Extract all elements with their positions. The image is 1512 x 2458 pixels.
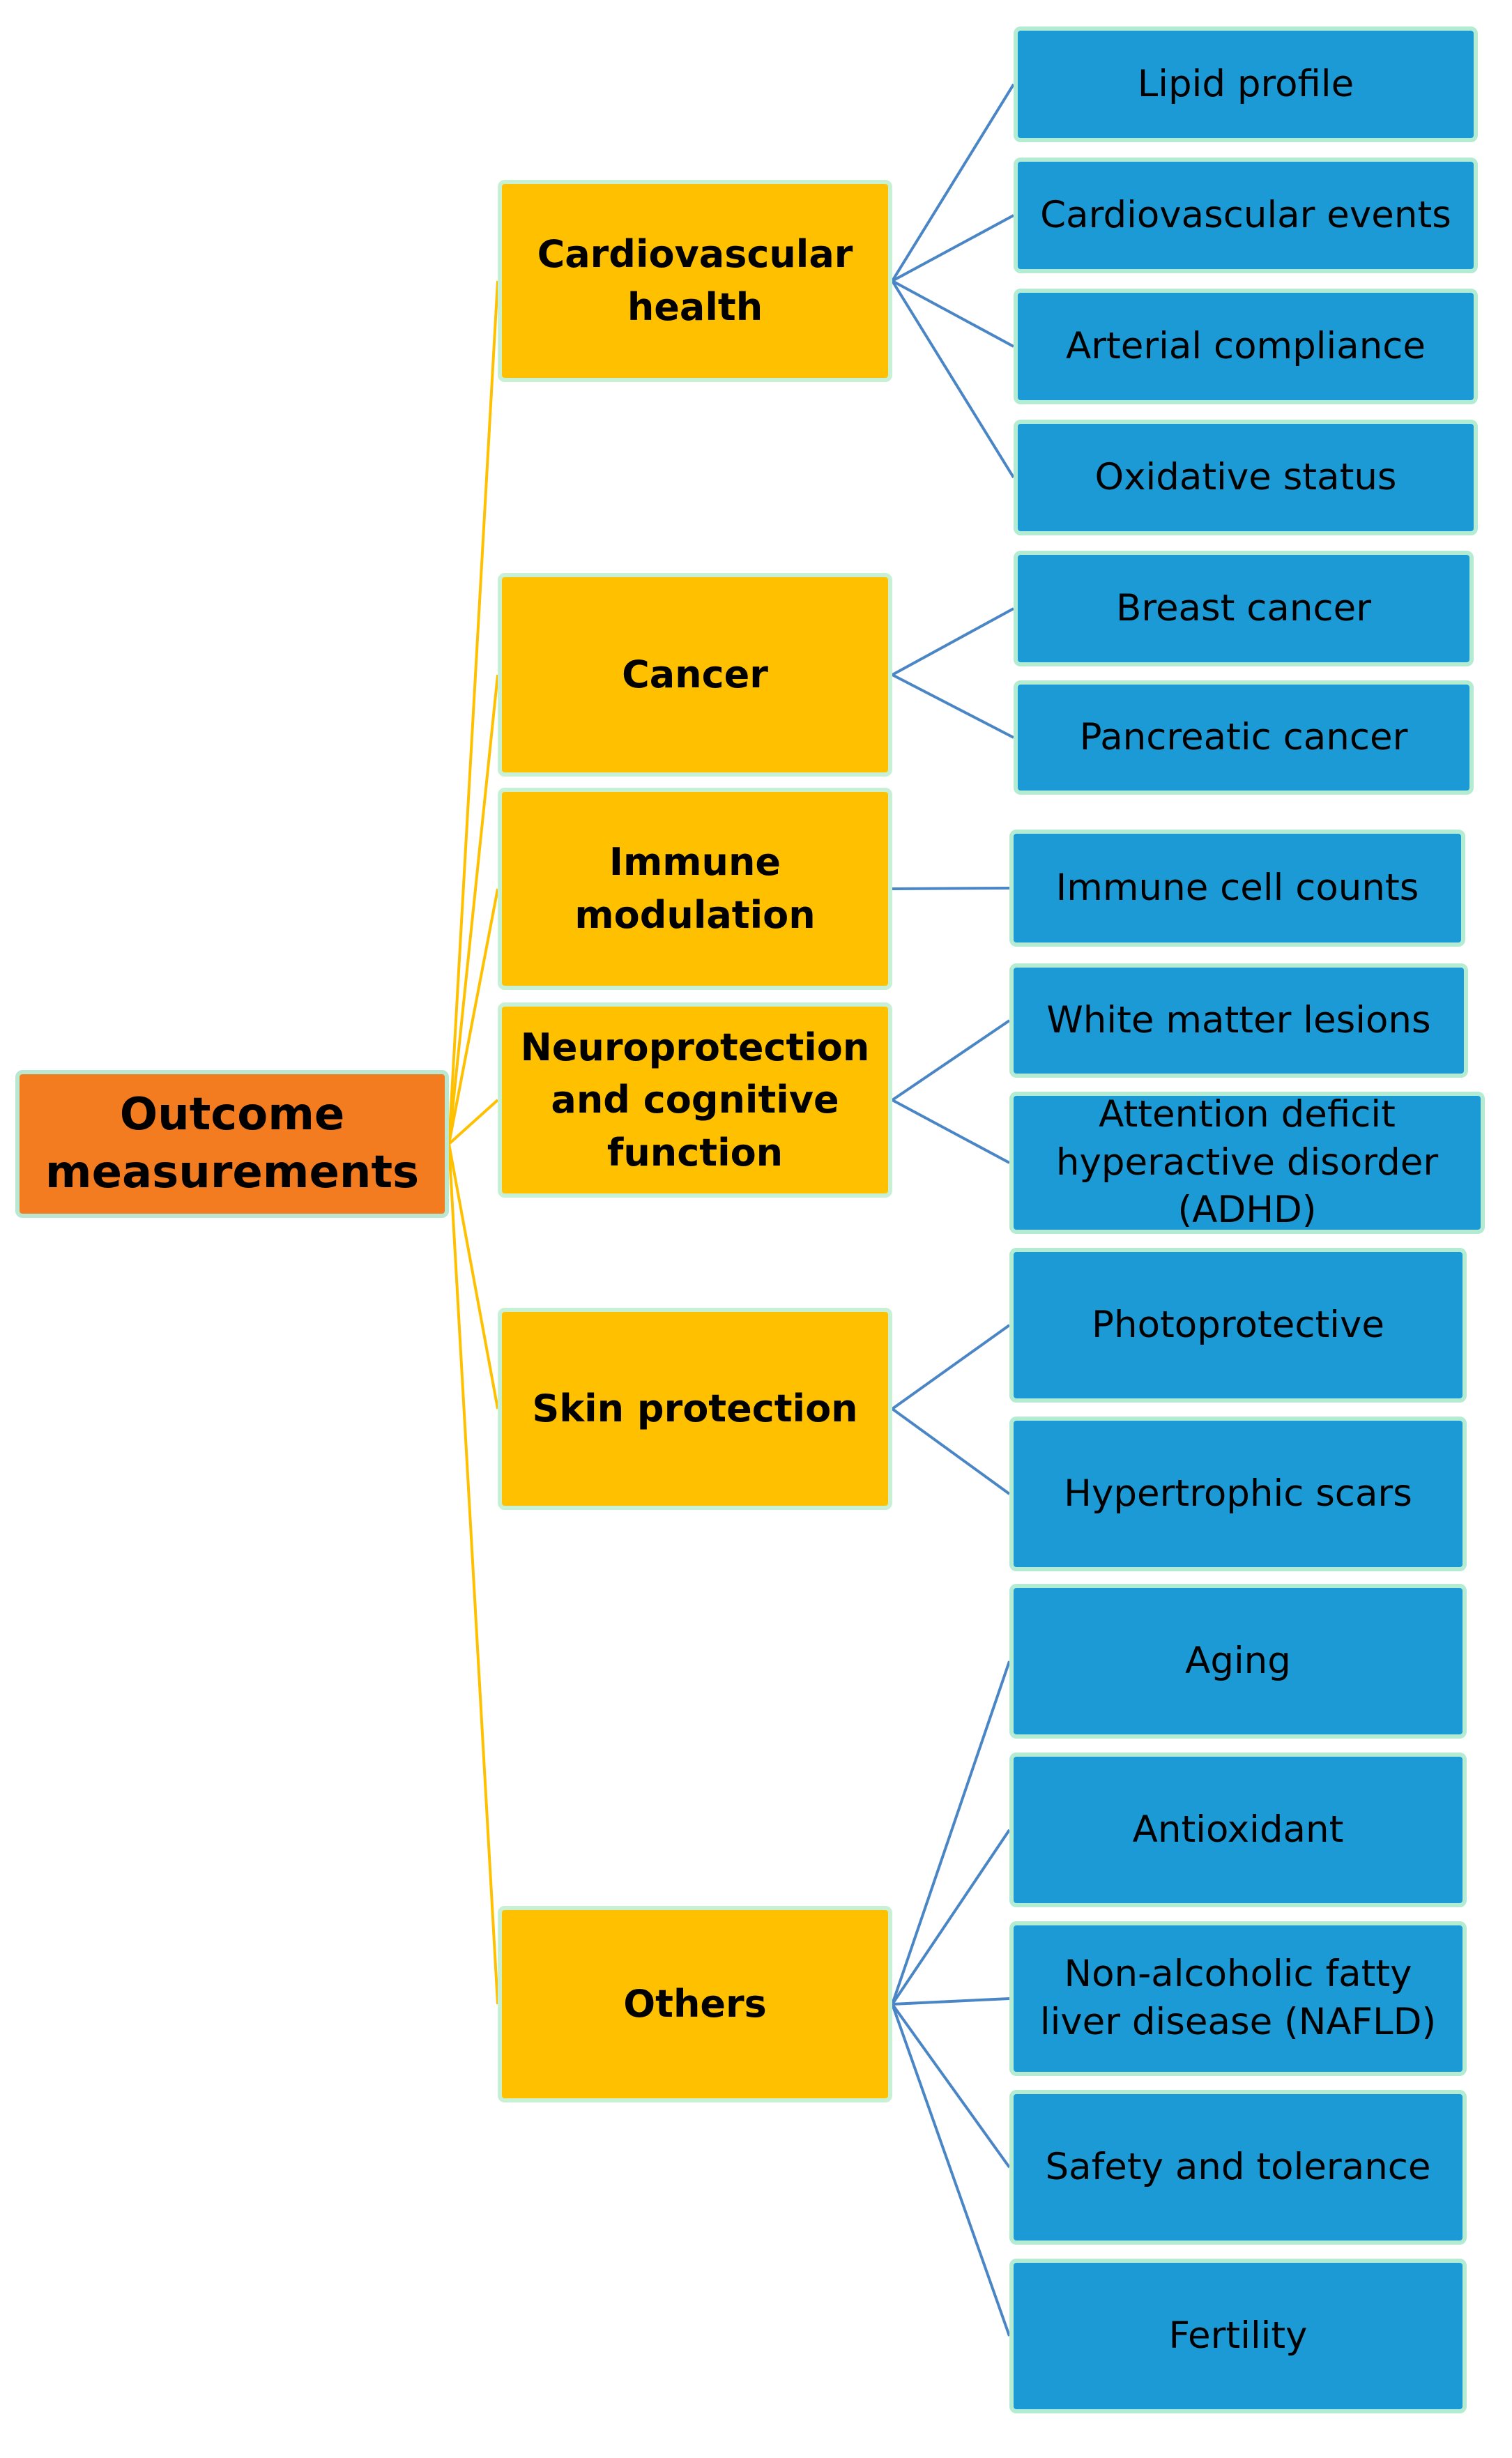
connector-category-to-leaf — [891, 1407, 1011, 1495]
leaf-label: Photoprotective — [1092, 1303, 1384, 1346]
leaf-node-aging: Aging — [1009, 1584, 1467, 1739]
leaf-node-antioxidant: Antioxidant — [1009, 1753, 1467, 1907]
leaf-node-pancreatic-cancer: Pancreatic cancer — [1014, 680, 1474, 795]
leaf-label: Immune cell counts — [1055, 866, 1419, 909]
leaf-label: White matter lesions — [1046, 998, 1431, 1041]
leaf-label: Non-alcoholic fatty liver disease (NAFLD… — [1039, 1953, 1437, 2043]
root-node-outcome-measurements: Outcome measurements — [15, 1070, 449, 1218]
leaf-label: Breast cancer — [1115, 586, 1372, 629]
category-node-neuro: Neuroprotection and cognitive function — [498, 1002, 892, 1198]
leaf-label: Cardiovascular events — [1040, 193, 1451, 236]
category-node-skin: Skin protection — [498, 1308, 892, 1510]
category-node-others: Others — [498, 1906, 892, 2102]
category-label: Others — [623, 1982, 767, 2026]
connector-category-to-leaf — [892, 214, 1014, 282]
leaf-label: Aging — [1185, 1639, 1291, 1682]
connector-category-to-leaf — [891, 1019, 1011, 1101]
leaf-node-safety-and-tolerance: Safety and tolerance — [1009, 2090, 1467, 2245]
category-node-cancer: Cancer — [498, 573, 892, 777]
leaf-node-hypertrophic-scars: Hypertrophic scars — [1009, 1417, 1467, 1571]
leaf-label: Attention deficit hyperactive disorder (… — [1055, 1092, 1439, 1232]
category-label: Skin protection — [532, 1387, 858, 1431]
leaf-node-breast-cancer: Breast cancer — [1014, 551, 1474, 666]
connector-category-to-leaf — [892, 607, 1014, 676]
connector-category-to-leaf — [891, 2003, 1011, 2169]
connector-root-to-category — [448, 1143, 499, 1410]
category-label: Neuroprotection and cognitive function — [520, 1025, 870, 1175]
leaf-node-white-matter-lesions: White matter lesions — [1009, 963, 1468, 1078]
connector-category-to-leaf — [891, 1324, 1011, 1410]
leaf-label: Pancreatic cancer — [1079, 715, 1408, 758]
category-label: Cardiovascular health — [537, 232, 853, 329]
root-node-label: Outcome measurements — [45, 1088, 420, 1198]
leaf-label: Arterial compliance — [1065, 324, 1426, 367]
connector-root-to-category — [448, 674, 499, 1145]
connector-category-to-leaf — [892, 280, 1014, 348]
leaf-node-lipid-profile: Lipid profile — [1014, 26, 1478, 142]
leaf-node-adhd: Attention deficit hyperactive disorder (… — [1009, 1092, 1485, 1234]
category-label: Immune modulation — [574, 840, 816, 937]
leaf-node-photoprotective: Photoprotective — [1009, 1248, 1467, 1403]
leaf-node-fertility: Fertility — [1009, 2259, 1467, 2413]
connector-category-to-leaf — [892, 1997, 1010, 2006]
leaf-label: Safety and tolerance — [1045, 2145, 1431, 2188]
leaf-label: Lipid profile — [1137, 62, 1354, 105]
connector-root-to-category — [448, 1143, 499, 2005]
connector-root-to-category — [448, 1099, 499, 1145]
leaf-node-oxidative-status: Oxidative status — [1014, 420, 1478, 535]
leaf-node-arterial-compliance: Arterial compliance — [1014, 289, 1478, 404]
connector-root-to-category — [448, 888, 499, 1145]
connector-category-to-leaf — [892, 1099, 1010, 1164]
leaf-label: Antioxidant — [1132, 1808, 1344, 1851]
leaf-node-nafld: Non-alcoholic fatty liver disease (NAFLD… — [1009, 1921, 1467, 2076]
connector-category-to-leaf — [891, 83, 1015, 282]
category-label: Cancer — [622, 652, 768, 697]
leaf-label: Fertility — [1168, 2314, 1308, 2357]
connector-category-to-leaf — [891, 280, 1015, 479]
connector-category-to-leaf — [892, 887, 1010, 890]
connector-root-to-category — [448, 280, 499, 1145]
leaf-label: Hypertrophic scars — [1064, 1472, 1412, 1515]
connector-category-to-leaf — [891, 1829, 1011, 2006]
leaf-node-cardiovascular-events: Cardiovascular events — [1014, 158, 1478, 273]
connector-category-to-leaf — [891, 2003, 1011, 2337]
leaf-label: Oxidative status — [1094, 455, 1397, 498]
category-node-cardiovascular: Cardiovascular health — [498, 180, 892, 382]
category-node-immune: Immune modulation — [498, 788, 892, 990]
connector-category-to-leaf — [891, 1661, 1011, 2005]
leaf-node-immune-cell-counts: Immune cell counts — [1009, 830, 1465, 947]
connector-category-to-leaf — [892, 673, 1014, 739]
